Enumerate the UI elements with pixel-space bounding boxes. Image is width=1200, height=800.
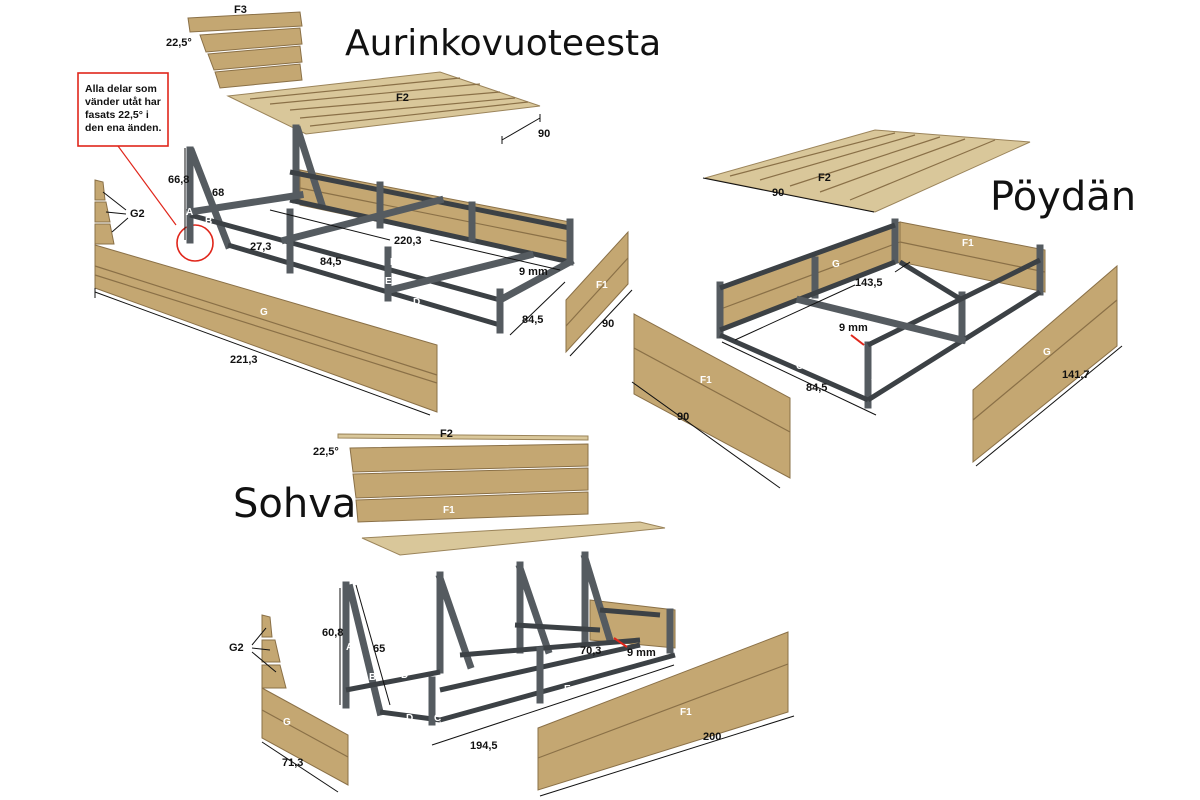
label-d1: D <box>390 257 397 268</box>
table-section: Pöydän F2 90 G F1 143,5 B 9 mm C A 84,5 … <box>631 129 1136 489</box>
label-table-gap: 9 mm <box>839 322 868 334</box>
label-table-f1: F1 <box>700 375 712 386</box>
label-g-dim: 221,3 <box>230 354 258 366</box>
label-g2: G2 <box>130 208 145 220</box>
label-g: G <box>260 307 268 318</box>
label-table-c: C <box>796 361 803 372</box>
sunbed-frame <box>186 124 575 334</box>
label-f3: F3 <box>234 4 247 16</box>
label-sofa-e1: E <box>493 660 500 671</box>
label-sofa-a: A <box>346 642 353 653</box>
label-width: 84,5 <box>320 256 341 268</box>
label-b: B <box>205 216 212 227</box>
label-sofa-c: C <box>434 713 441 724</box>
label-gap: 9 mm <box>519 266 548 278</box>
sofa-seat-f2 <box>337 433 589 441</box>
label-c: C <box>277 249 284 260</box>
label-table-f2: F2 <box>818 172 831 184</box>
sunbed-deck-f2 <box>226 71 541 135</box>
callout-note: Alla delar som vänder utåt har fasats 22… <box>77 72 214 262</box>
label-height: 66,8 <box>168 174 189 186</box>
label-sofa-b: B <box>369 672 376 683</box>
label-angle: 22,5° <box>166 37 192 49</box>
svg-text:den ena änden.: den ena änden. <box>85 122 162 134</box>
label-table-f2-dim: 90 <box>772 187 784 199</box>
label-sofa-height: 60,8 <box>322 627 343 639</box>
label-table-f1-back: F1 <box>962 238 974 249</box>
label-sofa-f1-dim: 200 <box>703 731 721 743</box>
label-sofa-f1: F1 <box>680 707 692 718</box>
label-sofa-width: 70,3 <box>580 645 601 657</box>
sofa-backrest-f1 <box>349 443 589 523</box>
label-e: E <box>385 276 392 287</box>
label-f1: F1 <box>596 280 608 291</box>
table-panel-f1 <box>633 313 791 479</box>
label-table-g-back: G <box>832 259 840 270</box>
label-sofa-gap: 9 mm <box>627 647 656 659</box>
sunbed-title: Aurinkovuoteesta <box>345 23 661 64</box>
label-sofa-angle: 22,5° <box>313 446 339 458</box>
label-f2-dim: 90 <box>538 128 550 140</box>
svg-text:fasats 22,5° i: fasats 22,5° i <box>85 109 149 121</box>
label-table-a: A <box>871 372 878 383</box>
label-f2: F2 <box>396 92 409 104</box>
svg-text:Alla delar som: Alla delar som <box>85 83 157 95</box>
table-panel-g <box>972 264 1118 464</box>
label-sofa-d2: D <box>406 713 413 724</box>
table-title: Pöydän <box>990 174 1136 220</box>
label-table-length: 143,5 <box>855 277 883 289</box>
sunbed-backrest-f3 <box>187 11 303 89</box>
table-frame <box>716 218 1044 409</box>
label-table-g: G <box>1043 347 1051 358</box>
label-sofa-g2: G2 <box>229 642 244 654</box>
label-sofa-diagonal: 65 <box>373 643 385 655</box>
label-sofa-length: 194,5 <box>470 740 498 752</box>
label-a: A <box>186 207 193 218</box>
sunbed-side-g2 <box>94 179 129 245</box>
sofa-title: Sohva <box>233 481 356 527</box>
label-length: 220,3 <box>394 235 422 247</box>
label-sofa-g: G <box>283 717 291 728</box>
sunbed-section: Aurinkovuoteesta F3 22,5° F2 90 Alla del… <box>77 4 661 416</box>
label-table-g-dim: 141,7 <box>1062 369 1090 381</box>
label-table-width: 84,5 <box>806 382 827 394</box>
sofa-seat-deck <box>361 521 666 556</box>
sofa-panel-g <box>261 687 349 786</box>
label-sofa-g-dim: 71,3 <box>282 757 303 769</box>
label-sofa-e2: E <box>564 684 571 695</box>
label-c-height: 27,3 <box>250 241 271 253</box>
label-width2: 84,5 <box>522 314 543 326</box>
label-d2: D <box>413 297 420 308</box>
label-sofa-d1: D <box>401 670 408 681</box>
label-diagonal: 68 <box>212 187 224 199</box>
label-table-f1-dim: 90 <box>677 411 689 423</box>
label-f1-dim: 90 <box>602 318 614 330</box>
sofa-frame <box>342 551 676 726</box>
label-table-b: B <box>995 305 1002 316</box>
label-sofa-f2: F2 <box>440 428 453 440</box>
table-deck-f2 <box>704 129 1031 213</box>
label-sofa-f1-back: F1 <box>443 505 455 516</box>
sofa-side-g2 <box>251 614 287 689</box>
svg-text:vänder utåt har: vänder utåt har <box>85 96 161 108</box>
sofa-section: Sohva F2 22,5° F1 60,8 65 A B D E D C E … <box>229 428 795 797</box>
